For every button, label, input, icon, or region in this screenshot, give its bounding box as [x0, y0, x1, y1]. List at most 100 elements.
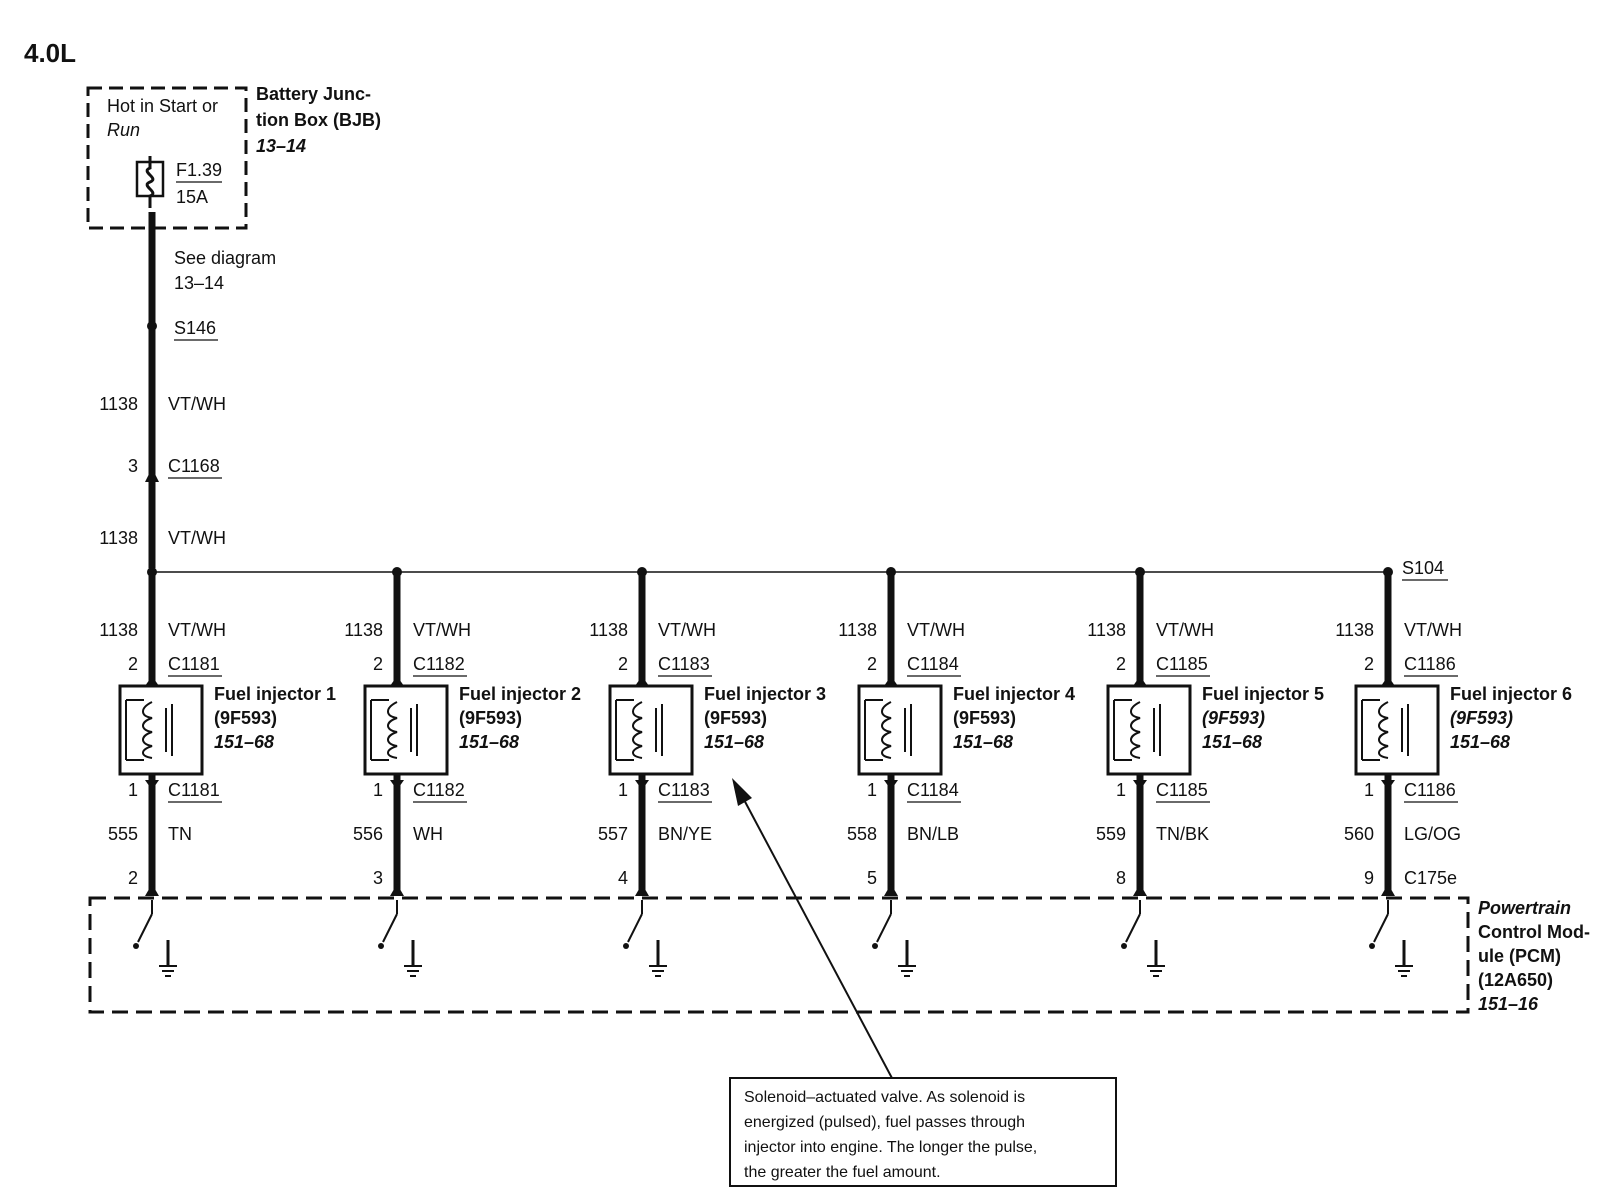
- injector-6-in-pin: 2: [1364, 654, 1374, 674]
- injector-2-out-circuit: 556: [353, 824, 383, 844]
- injector-6-solenoid-icon: [1361, 699, 1409, 761]
- injector-branch-6: 1138 VT/WH 2 C1186 Fuel injector 6 (9F59…: [1335, 567, 1572, 977]
- injector-2-connector-out: C1182: [413, 780, 465, 800]
- fuse-icon: [135, 156, 165, 208]
- injector-1-pcm-pin: 2: [128, 868, 138, 888]
- injector-4-connector-out: C1184: [907, 780, 959, 800]
- splice-s146-label: S146: [174, 318, 216, 338]
- injector-6-connector-out: C1186: [1404, 780, 1456, 800]
- pcm-switch-2-icon: [378, 900, 398, 949]
- note-line-2: energized (pulsed), fuel passes through: [744, 1114, 1025, 1131]
- injector-1-out-circuit: 555: [108, 824, 138, 844]
- injector-5-name: Fuel injector 5: [1202, 684, 1324, 704]
- injector-1-in-pin: 2: [128, 654, 138, 674]
- injector-1-ref: 151–68: [214, 732, 274, 752]
- injector-4-ref: 151–68: [953, 732, 1013, 752]
- injector-4-in-pin: 2: [867, 654, 877, 674]
- pcm-switch-5-icon: [1121, 900, 1141, 949]
- injector-5-ref: 151–68: [1202, 732, 1262, 752]
- injector-1-out-pin: 1: [128, 780, 138, 800]
- fuse-id: F1.39: [176, 160, 222, 180]
- injector-3-connector-in: C1183: [658, 654, 710, 674]
- injector-5-pcm-pin: 8: [1116, 868, 1126, 888]
- note-line-3: injector into engine. The longer the pul…: [744, 1139, 1037, 1156]
- injector-branch-3: 1138 VT/WH 2 C1183 Fuel injector 3 (9F59…: [589, 567, 826, 977]
- see-diagram-ref: 13–14: [174, 273, 224, 293]
- injector-6-out-circuit: 560: [1344, 824, 1374, 844]
- injector-6-name: Fuel injector 6: [1450, 684, 1572, 704]
- injector-2-connector-in: C1182: [413, 654, 465, 674]
- injector-1-part: (9F593): [214, 708, 277, 728]
- note-line-1: Solenoid–actuated valve. As solenoid is: [744, 1089, 1025, 1106]
- pcm-part: (12A650): [1478, 970, 1553, 990]
- injector-2-pcm-pin: 3: [373, 868, 383, 888]
- injector-5-in-pin: 2: [1116, 654, 1126, 674]
- injector-4-connector-in: C1184: [907, 654, 959, 674]
- ground-3-icon: [649, 940, 667, 977]
- injector-3-ref: 151–68: [704, 732, 764, 752]
- diagram-title: 4.0L: [24, 38, 76, 68]
- callout-arrow-icon: [732, 778, 894, 1081]
- injector-3-pcm-pin: 4: [618, 868, 628, 888]
- fuse-rating: 15A: [176, 187, 208, 207]
- injector-6-pcm-pin: 9: [1364, 868, 1374, 888]
- injector-2-solenoid-icon: [370, 699, 418, 761]
- injector-2-in-color: VT/WH: [413, 620, 471, 640]
- injector-2-out-pin: 1: [373, 780, 383, 800]
- pcm-name-2: Control Mod-: [1478, 922, 1590, 942]
- injector-1-name: Fuel injector 1: [214, 684, 336, 704]
- feed-circuit-2: 1138: [99, 528, 138, 548]
- injector-branch-4: 1138 VT/WH 2 C1184 Fuel injector 4 (9F59…: [838, 567, 1075, 977]
- injector-5-out-color: TN/BK: [1156, 824, 1209, 844]
- injector-5-out-circuit: 559: [1096, 824, 1126, 844]
- injector-5-solenoid-icon: [1113, 699, 1161, 761]
- injector-branch-1: 1138 VT/WH 2 C1181 Fuel injector 1 (9F59…: [99, 567, 336, 977]
- injector-1-in-color: VT/WH: [168, 620, 226, 640]
- injector-5-part: (9F593): [1202, 708, 1265, 728]
- injector-branch-2: 1138 VT/WH 2 C1182 Fuel injector 2 (9F59…: [344, 567, 581, 977]
- injector-4-pcm-pin: 5: [867, 868, 877, 888]
- injector-4-out-color: BN/LB: [907, 824, 959, 844]
- feed-color-1: VT/WH: [168, 394, 226, 414]
- pcm-switch-4-icon: [872, 900, 892, 949]
- injector-4-in-color: VT/WH: [907, 620, 965, 640]
- bjb-box: [86, 86, 248, 230]
- feed-circuit-1: 1138: [99, 394, 138, 414]
- bjb-hot-label: Hot in Start or: [107, 96, 218, 116]
- injector-3-out-color: BN/YE: [658, 824, 712, 844]
- ground-5-icon: [1147, 940, 1165, 977]
- injector-4-solenoid-icon: [864, 699, 912, 761]
- feed-color-2: VT/WH: [168, 528, 226, 548]
- splice-s146-dot: [147, 321, 157, 331]
- injector-5-in-color: VT/WH: [1156, 620, 1214, 640]
- splice-s104-label: S104: [1402, 558, 1444, 578]
- pcm-ref: 151–16: [1478, 994, 1539, 1014]
- injector-5-in-circuit: 1138: [1087, 620, 1126, 640]
- injector-5-out-pin: 1: [1116, 780, 1126, 800]
- pcm-switch-6-icon: [1369, 900, 1389, 949]
- injector-1-solenoid-icon: [125, 699, 173, 761]
- injector-1-connector-out: C1181: [168, 780, 220, 800]
- injector-2-in-circuit: 1138: [344, 620, 383, 640]
- injector-4-in-circuit: 1138: [838, 620, 877, 640]
- injector-2-ref: 151–68: [459, 732, 519, 752]
- c1168-connector-icon: [145, 468, 159, 482]
- injector-5-connector-out: C1185: [1156, 780, 1208, 800]
- see-diagram-label: See diagram: [174, 248, 276, 268]
- injector-6-part: (9F593): [1450, 708, 1513, 728]
- injector-2-part: (9F593): [459, 708, 522, 728]
- injector-4-name: Fuel injector 4: [953, 684, 1075, 704]
- injector-3-in-circuit: 1138: [589, 620, 628, 640]
- injector-6-in-color: VT/WH: [1404, 620, 1462, 640]
- injector-6-out-color: LG/OG: [1404, 824, 1461, 844]
- pcm-name-3: ule (PCM): [1478, 946, 1561, 966]
- pcm-name: Powertrain: [1478, 898, 1571, 918]
- pcm-connector-label: C175e: [1404, 868, 1457, 888]
- injector-3-in-pin: 2: [618, 654, 628, 674]
- injector-6-out-pin: 1: [1364, 780, 1374, 800]
- injector-4-out-pin: 1: [867, 780, 877, 800]
- injector-3-connector-out: C1183: [658, 780, 710, 800]
- pcm-switch-3-icon: [623, 900, 643, 949]
- ground-2-icon: [404, 940, 422, 977]
